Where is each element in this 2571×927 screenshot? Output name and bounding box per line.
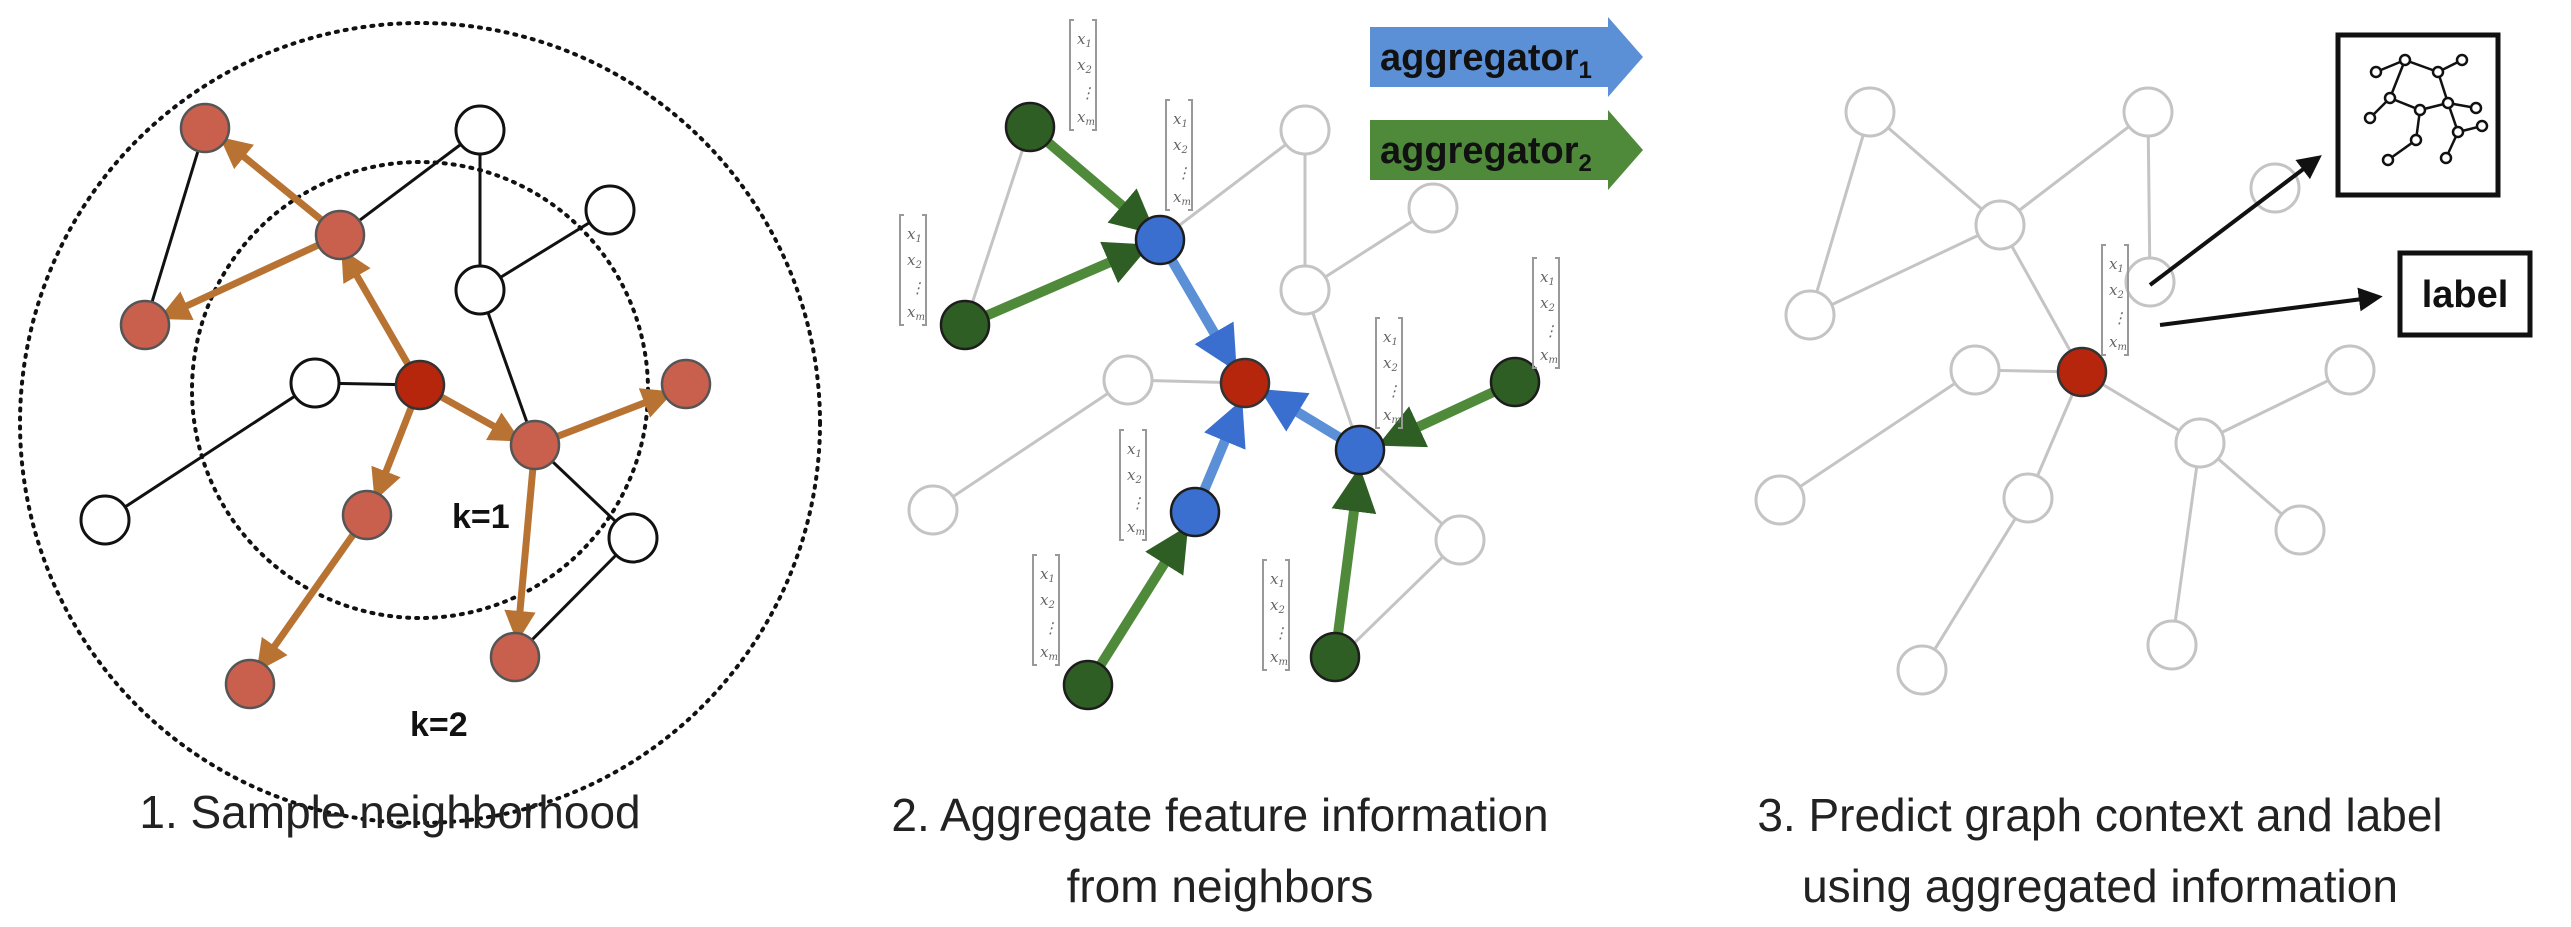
k2-boundary: [18, 21, 822, 825]
panel-1-sample-neighborhood: k=1 k=2: [18, 21, 822, 825]
panel3-faded-nodes: [1754, 86, 2376, 696]
panel3-target-node: [2056, 346, 2108, 398]
panel2-faded-nodes: [907, 104, 1486, 566]
aggregator-1-banner: aggregator1: [1370, 17, 1643, 97]
caption-panel-2-line-2: from neighbors: [1066, 860, 1374, 912]
panel3-faded-edges: [1779, 110, 2351, 671]
aggregator-2-label: aggregator: [1380, 130, 1579, 172]
panel2-faded-edges: [932, 126, 1462, 659]
panel1-target-node: [394, 359, 446, 411]
aggregator-1-sub: 1: [1578, 57, 1591, 84]
label-arrow: [2159, 287, 2383, 327]
panel1-sampled-nodes: [119, 102, 712, 710]
graph-context-arrow: [2148, 155, 2322, 287]
label-k1: k=1: [452, 498, 510, 536]
label-k2: k=2: [410, 706, 468, 744]
panel3-feature-vector: [2101, 244, 2129, 356]
caption-panel-2-line-1: 2. Aggregate feature information: [891, 789, 1549, 841]
aggregator-2-banner: aggregator2: [1370, 110, 1643, 190]
aggregator-2-sub: 2: [1578, 150, 1591, 177]
panel2-target-node: [1219, 357, 1271, 409]
panel-2-aggregate: aggregator1 aggregator2: [899, 17, 1643, 711]
caption-panel-3-line-2: using aggregated information: [1802, 860, 2398, 912]
feature-vectors: [899, 19, 1560, 671]
aggregator-1-label: aggregator: [1380, 37, 1579, 79]
panel2-hop1-nodes: [1134, 214, 1386, 538]
label-box-text: label: [2422, 274, 2509, 316]
panel1-unsampled-nodes: [79, 104, 659, 564]
panel2-hop2-nodes: [939, 101, 1541, 711]
svg-text:aggregator2: aggregator2: [1380, 130, 1592, 177]
graph-context-box: [2335, 32, 2501, 198]
svg-text:aggregator1: aggregator1: [1380, 37, 1592, 84]
caption-panel-3-line-1: 3. Predict graph context and label: [1757, 789, 2443, 841]
caption-panel-1: 1. Sample neighborhood: [139, 786, 641, 838]
panel-3-predict: label: [1754, 32, 2533, 696]
label-box: [2397, 250, 2533, 338]
